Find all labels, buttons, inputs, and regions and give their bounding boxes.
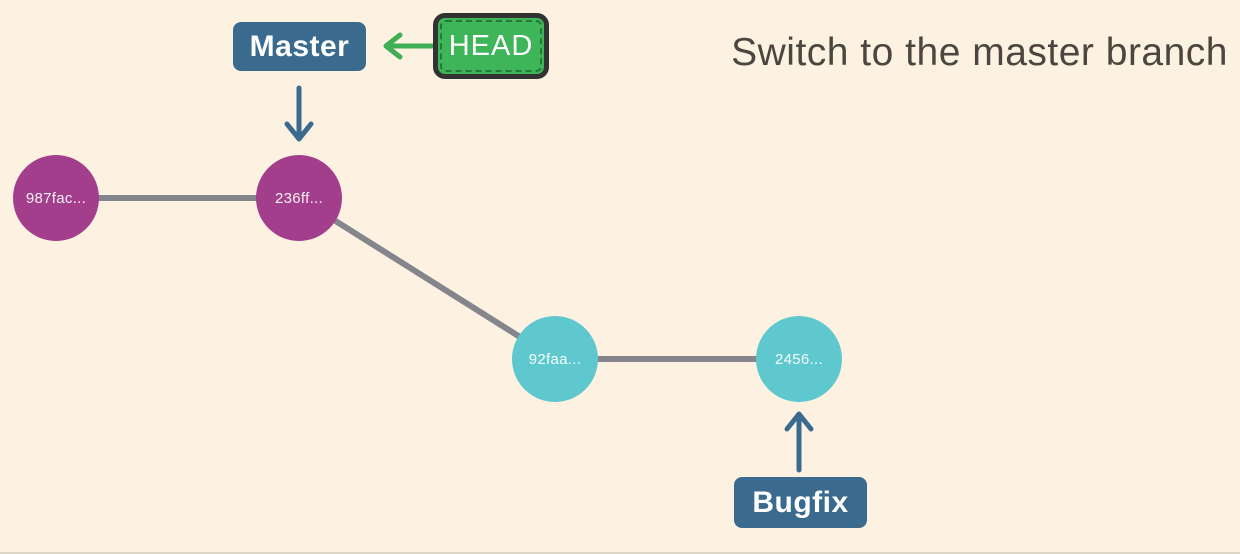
head-badge: HEAD [433,13,549,79]
bugfix-branch-label: Bugfix [734,477,867,528]
bugfix-pointer-arrow [784,411,814,473]
commit-hash: 987fac... [25,189,87,207]
commit-node-987fac: 987fac... [13,155,99,241]
commit-hash: 2456... [775,350,823,368]
master-branch-label: Master [233,22,366,71]
commit-node-236ff: 236ff... [256,155,342,241]
commit-node-2456: 2456... [756,316,842,402]
bugfix-branch-label-text: Bugfix [752,485,849,519]
commit-edges [53,195,802,362]
head-pointer-arrow [383,32,435,60]
bottom-edge-line [0,552,1240,554]
commit-hash: 92faa... [528,350,582,368]
slide-caption: Switch to the master branch [731,31,1228,74]
master-branch-label-text: Master [249,29,350,63]
commit-node-92faa: 92faa... [512,316,598,402]
commit-hash: 236ff... [275,189,323,207]
master-pointer-arrow [284,85,314,142]
head-badge-text: HEAD [448,29,534,62]
edge-236ff-92faa [296,195,558,362]
